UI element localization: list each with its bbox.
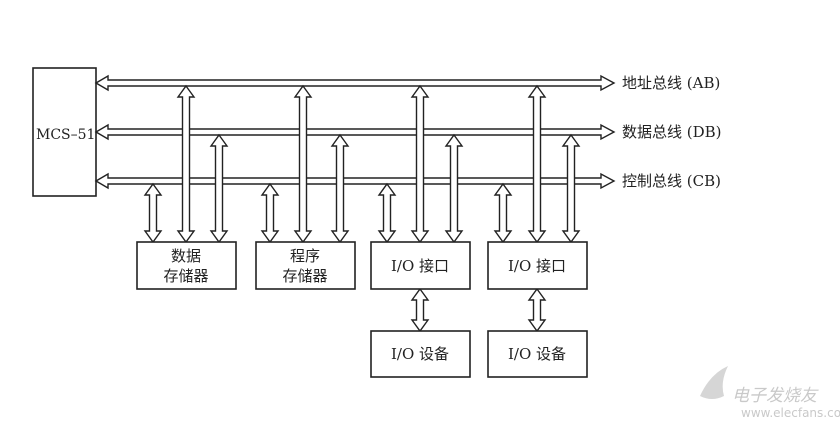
watermark-url: www.elecfans.com xyxy=(741,406,840,420)
bus-connections xyxy=(143,84,581,333)
data-memory-box: 数据 存储器 xyxy=(136,241,237,290)
io-device-label-1: I/O 设备 xyxy=(391,345,449,363)
program-memory-label-1: 程序 xyxy=(290,247,320,265)
io-interface-label-1: I/O 接口 xyxy=(391,257,449,275)
watermark: 电子发烧友 www.elecfans.com xyxy=(700,366,840,420)
link-io1-db xyxy=(444,133,464,244)
io-interface-box-2: I/O 接口 xyxy=(487,241,588,290)
data-bus-label: 数据总线 (DB) xyxy=(622,123,722,141)
control-bus xyxy=(94,172,616,190)
control-bus-label: 控制总线 (CB) xyxy=(622,172,721,190)
link-io2-cb xyxy=(493,182,513,244)
address-bus-label: 地址总线 (AB) xyxy=(622,74,720,92)
link-datamem-db xyxy=(209,133,229,244)
link-progmem-db xyxy=(330,133,350,244)
link-io2-ab xyxy=(527,84,547,244)
io-interface-label-2: I/O 接口 xyxy=(508,257,566,275)
data-memory-label-1: 数据 xyxy=(171,247,201,265)
link-io1-device xyxy=(410,287,430,333)
io-device-box-1: I/O 设备 xyxy=(370,330,471,378)
link-datamem-cb xyxy=(143,182,163,244)
link-datamem-ab xyxy=(176,84,196,244)
io-device-label-2: I/O 设备 xyxy=(508,345,566,363)
address-bus xyxy=(94,74,616,92)
watermark-logo-icon xyxy=(700,366,728,399)
link-io1-cb xyxy=(377,182,397,244)
link-io2-device xyxy=(527,287,547,333)
cpu-label: MCS–51 xyxy=(36,127,95,143)
link-io2-db xyxy=(561,133,581,244)
link-progmem-ab xyxy=(293,84,313,244)
link-io1-ab xyxy=(410,84,430,244)
watermark-text: 电子发烧友 xyxy=(732,386,819,406)
program-memory-label-2: 存储器 xyxy=(282,267,327,285)
io-interface-box-1: I/O 接口 xyxy=(370,241,471,290)
program-memory-box: 程序 存储器 xyxy=(255,241,356,290)
io-device-box-2: I/O 设备 xyxy=(487,330,588,378)
data-bus xyxy=(94,123,616,141)
link-progmem-cb xyxy=(260,182,280,244)
cpu-block xyxy=(32,67,97,197)
data-memory-label-2: 存储器 xyxy=(163,267,208,285)
